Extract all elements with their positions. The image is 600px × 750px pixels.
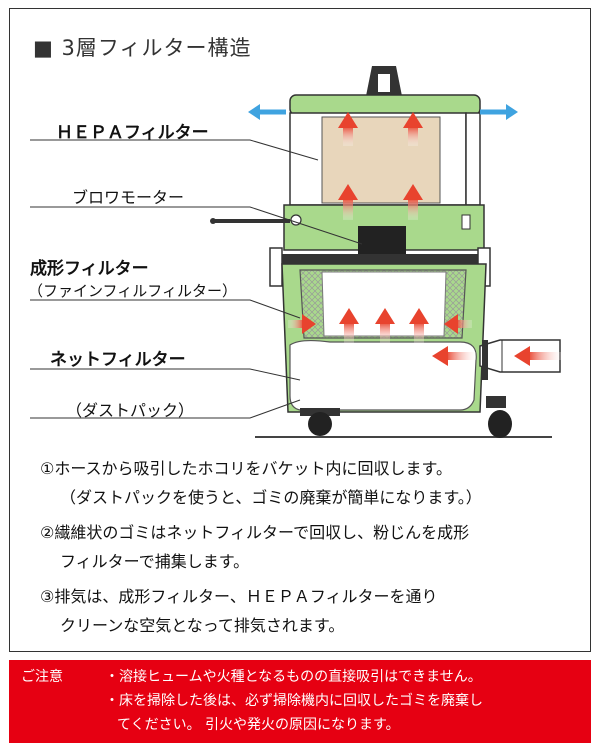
hepa-filter-label: ＨＥＰＡフィルター [56,123,209,143]
formed-filter-sublabel: （ファインフィルフィルター） [28,282,237,300]
clamp-left [269,247,283,287]
wheel-left [308,412,332,436]
clamp-band [276,254,488,266]
formed-filter-label: 成形フィルター [30,259,149,279]
hepa-filter [321,116,441,204]
handle-grip [378,74,390,92]
airflow-arrows-up [338,112,429,344]
leader-lines [30,139,363,419]
step-2-line1: ②繊維状のゴミはネットフィルターで回収し、粉じんを成形 [40,523,470,542]
step-3-line2: クリーンな空気となって排気されます。 [60,616,345,635]
section-title: ■ 3層フィルター構造 [33,36,252,60]
airflow-arrows-side [288,314,562,366]
filter-structure-diagram [30,66,562,438]
step-1: ①ホースから吸引したホコリをバケット内に回収します。 （ダストパックを使うと、ゴ… [40,454,482,512]
step-2-line2: フィルターで捕集します。 [60,552,250,571]
blower-motor-label: ブロワモーター [72,188,185,207]
net-filter-label: ネットフィルター [50,350,186,370]
notice-bullet-1: ・溶接ヒュームや火種となるものの直接吸引はできません。 [105,669,482,685]
notice-box: ご注意 ・溶接ヒュームや火種となるものの直接吸引はできません。 ・床を掃除した後… [9,660,591,743]
notice-bullet-2: ・床を掃除した後は、必ず掃除機内に回収したゴミを廃棄し [105,693,483,709]
step-3: ③排気は、成形フィルター、ＨＥＰＡフィルターを通り クリーンな空気となって排気さ… [40,582,438,640]
wheel-right [488,410,512,438]
dust-pack-label: （ダストパック） [66,401,195,420]
content-frame [9,8,591,652]
notice-bullet-2-cont: てください。 引火や発火の原因になります。 [117,717,400,733]
step-1-line1: ①ホースから吸引したホコリをバケット内に回収します。 [40,459,452,478]
dust-pack [289,339,477,411]
step-2: ②繊維状のゴミはネットフィルターで回収し、粉じんを成形 フィルターで捕集します。 [40,518,469,576]
notice-heading: ご注意 [21,669,63,685]
top-cap [289,94,481,116]
step-1-line2: （ダストパックを使うと、ゴミの廃棄が簡単になります。） [60,488,482,507]
step-3-line1: ③排気は、成形フィルター、ＨＥＰＡフィルターを通り [40,587,438,606]
